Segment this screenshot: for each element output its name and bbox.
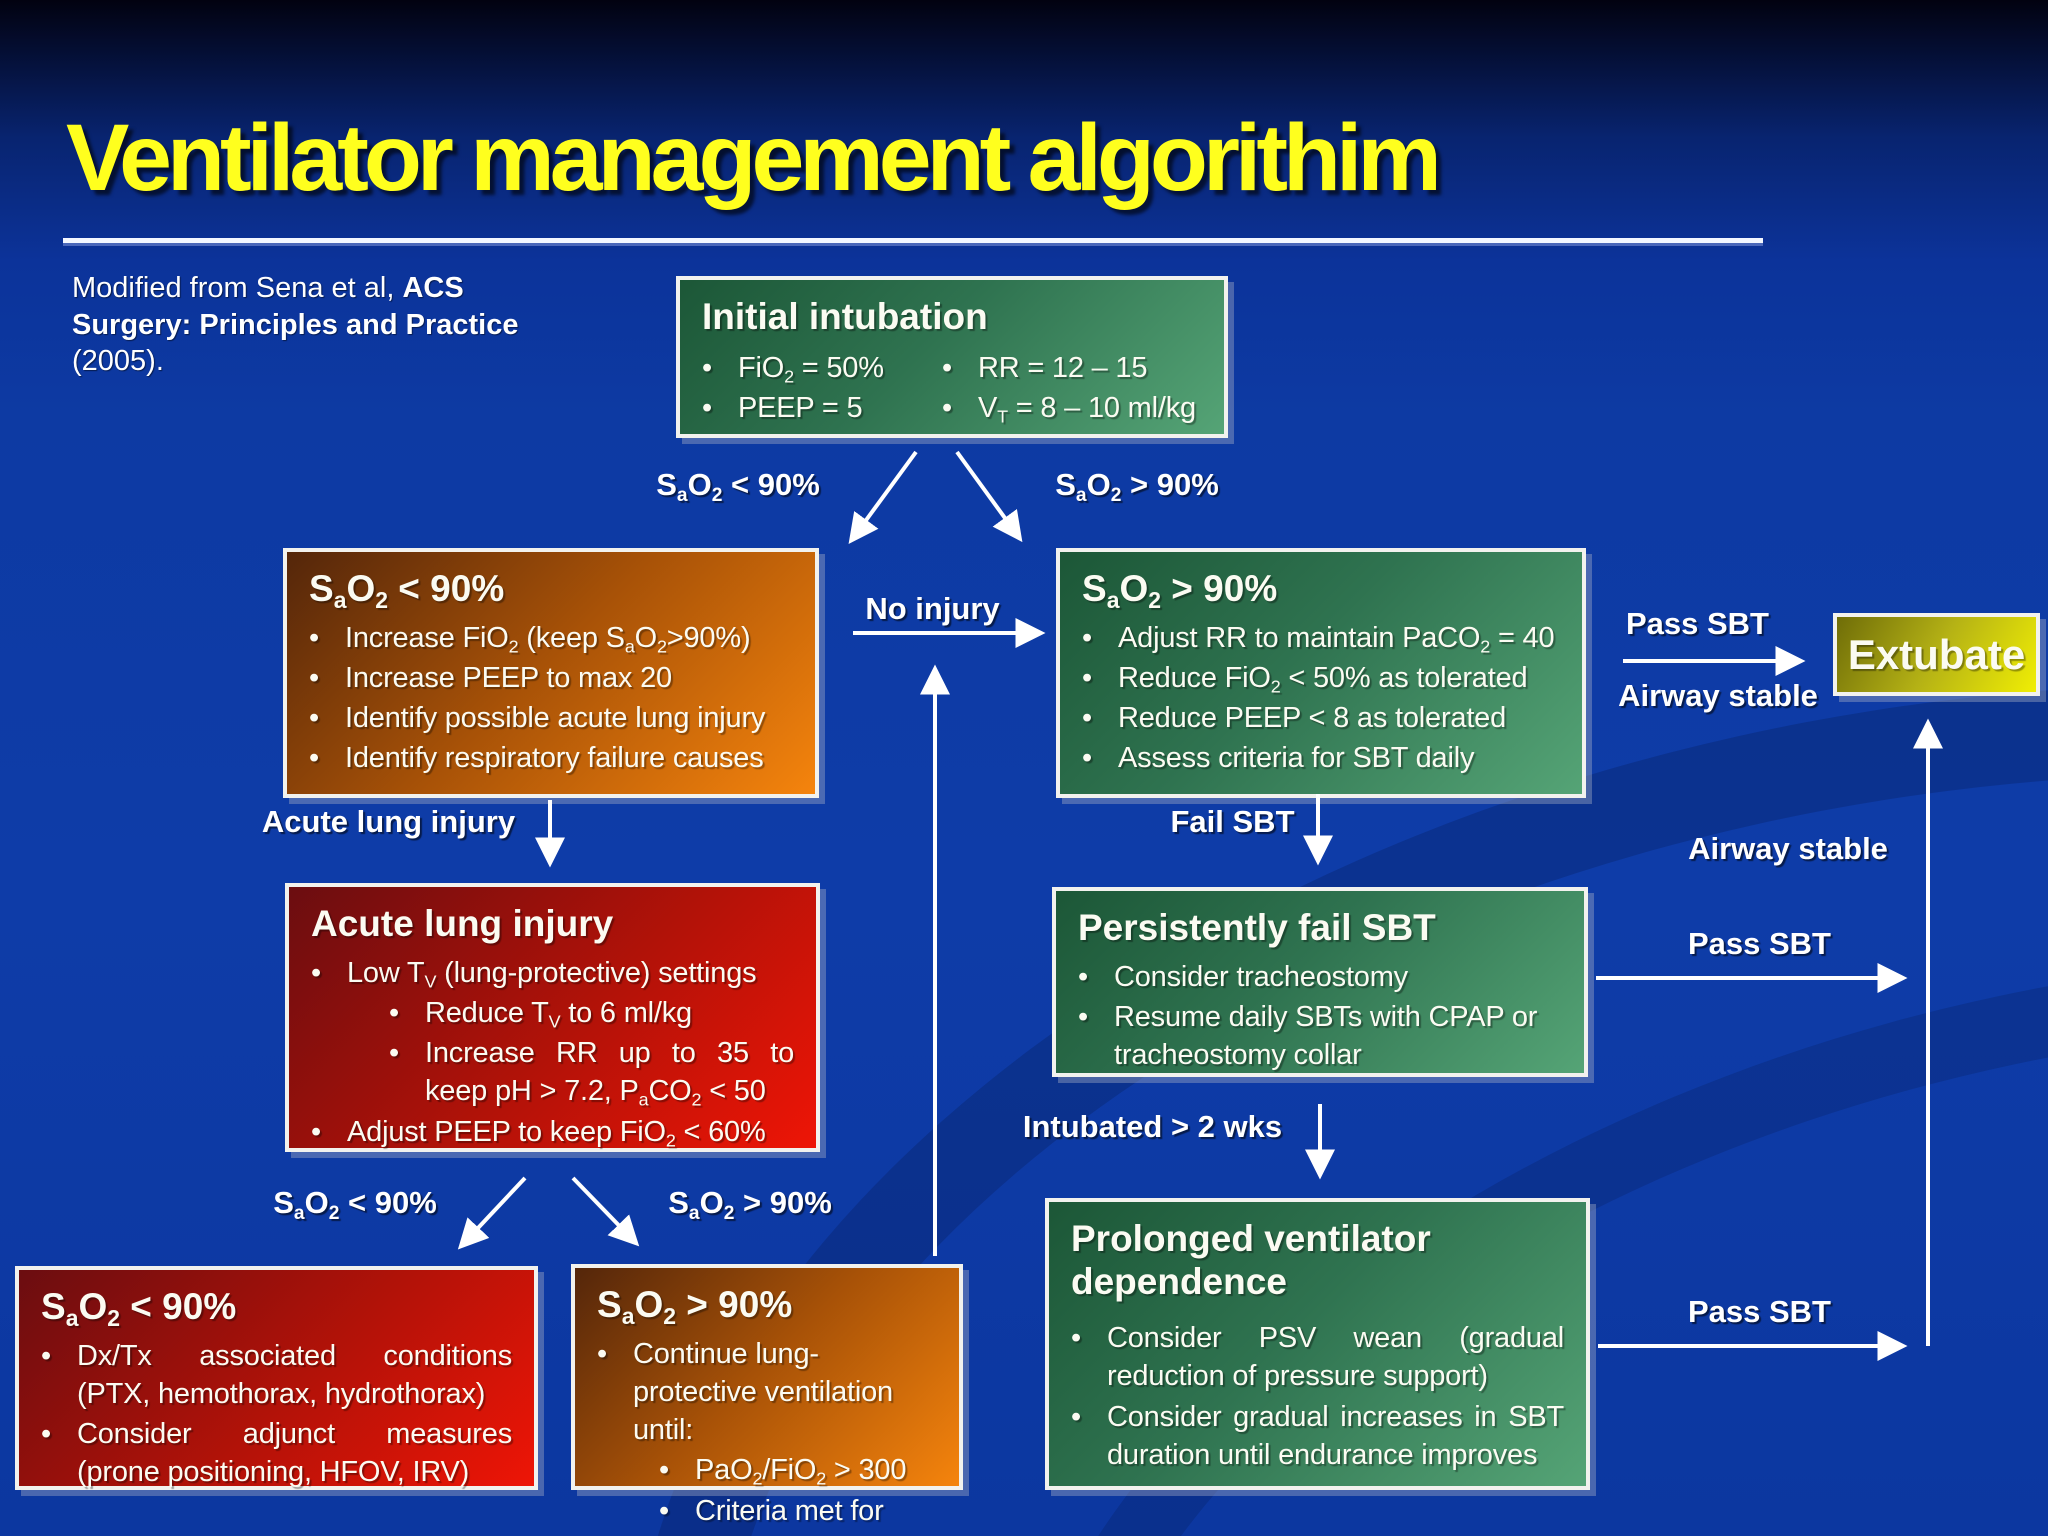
- source-credit: Modified from Sena et al, ACS Surgery: P…: [72, 272, 519, 378]
- label-acute-lung-injury: Acute lung injury: [261, 804, 516, 839]
- label-airway-stable-top: Airway stable: [1618, 678, 1818, 713]
- prolonged-ventilator-dependence-box: Prolonged ventilator dependence •Conside…: [1045, 1198, 1590, 1490]
- bullet-item: •Continue lung-protective ventilation un…: [597, 1337, 893, 1447]
- bullet-item: •Low TV (lung-protective) settings: [311, 956, 757, 991]
- label-pass-sbt-top: Pass SBT: [1625, 606, 1769, 641]
- label-pass-sbt-mid: Pass SBT: [1687, 926, 1831, 961]
- bullet-item: •Consider gradual increases in SBT durat…: [1071, 1400, 1564, 1471]
- label-no-injury: No injury: [865, 591, 1000, 626]
- bullet-dot: •: [702, 351, 712, 384]
- acute-lung-injury-box: Acute lung injury •Low TV (lung-protecti…: [285, 883, 820, 1152]
- label-sao2-low-branch2: SaO2 < 90%: [273, 1185, 437, 1224]
- extubate-label: Extubate: [1847, 630, 2026, 678]
- bullet-item: •Dx/Tx associated conditions (PTX, hemot…: [41, 1339, 512, 1410]
- label-airway-stable-right: Airway stable: [1688, 831, 1888, 866]
- bullet-item: •Consider adjunct measures (prone positi…: [41, 1418, 512, 1489]
- sub-bullet-item: •Increase RR up to 35 to keep pH > 7.2, …: [389, 1037, 794, 1110]
- sub-bullet-item: •Reduce TV to 6 ml/kg: [389, 996, 692, 1032]
- arrow-initial-to-high: [955, 450, 1023, 543]
- sao2-high-branch-box: SaO2 > 90% •Continue lung-protective ven…: [571, 1264, 963, 1536]
- label-sao2-high-branch2: SaO2 > 90%: [668, 1185, 832, 1224]
- box-title: SaO2 > 90%: [597, 1284, 793, 1329]
- bullet-item: •Reduce FiO2 < 50% as tolerated: [1082, 661, 1528, 697]
- bullet-item: •Adjust PEEP to keep FiO2 < 60%: [311, 1115, 766, 1150]
- box-title: Acute lung injury: [311, 903, 614, 944]
- persistently-fail-sbt-box: Persistently fail SBT •Consider tracheos…: [1052, 887, 1588, 1077]
- box-title: SaO2 < 90%: [41, 1286, 237, 1331]
- label-fail-sbt: Fail SBT: [1170, 804, 1295, 839]
- bullet-item: •Adjust RR to maintain PaCO2 = 40: [1082, 621, 1555, 656]
- label-pass-sbt-bottom: Pass SBT: [1687, 1294, 1831, 1329]
- sub-bullet-item: •Criteria met for SBT: [659, 1494, 884, 1536]
- arrow-ali-to-high: [571, 1176, 640, 1247]
- arrow-initial-to-low: [848, 450, 918, 545]
- label-sao2-high-branch: SaO2 > 90%: [1055, 467, 1219, 506]
- box-title: Prolonged ventilator dependence: [1071, 1218, 1431, 1302]
- bullet-item: •Assess criteria for SBT daily: [1082, 742, 1475, 775]
- bullet-item: •FiO2 = 50%: [702, 349, 942, 387]
- initial-intubation-box: Initial intubation •FiO2 = 50% •PEEP = 5…: [676, 276, 1228, 438]
- page-title: Ventilator management algorithim: [66, 105, 1442, 211]
- box-title: SaO2 > 90%: [1082, 568, 1278, 613]
- box-title: SaO2 < 90%: [309, 568, 505, 613]
- arrow-ali-to-low: [457, 1176, 527, 1250]
- bullet-item: •Consider PSV wean (gradual reduction of…: [1071, 1322, 1564, 1393]
- sao2-low-box: SaO2 < 90% •Increase FiO2 (keep SaO2>90%…: [283, 548, 819, 798]
- bullet-item: •RR = 12 – 15: [942, 349, 1202, 387]
- box-title: Persistently fail SBT: [1078, 907, 1436, 948]
- bullet-columns: •FiO2 = 50% •PEEP = 5 •RR = 12 – 15 •VT …: [702, 347, 1202, 428]
- bullet-item: •Increase FiO2 (keep SaO2>90%): [309, 621, 751, 656]
- bullet-item: •PEEP = 5: [702, 389, 942, 427]
- title-underline: [63, 238, 1763, 243]
- bullet-dot: •: [942, 351, 952, 384]
- sao2-high-box: SaO2 > 90% •Adjust RR to maintain PaCO2 …: [1056, 548, 1586, 798]
- bullet-item: •Increase PEEP to max 20: [309, 661, 672, 694]
- bullet-dot: •: [702, 391, 712, 424]
- sub-bullet-item: •PaO2/FiO2 > 300: [659, 1454, 907, 1489]
- bullet-item: •Identify respiratory failure causes: [309, 742, 764, 775]
- bullet-item: •Resume daily SBTs with CPAP or tracheos…: [1078, 1000, 1538, 1072]
- box-title: Initial intubation: [702, 296, 988, 337]
- label-intubated: Intubated > 2 wks: [1022, 1109, 1283, 1144]
- extubate-box: Extubate: [1833, 613, 2040, 696]
- bullet-item: •VT = 8 – 10 ml/kg: [942, 389, 1202, 427]
- bullet-item: •Consider tracheostomy: [1078, 960, 1408, 993]
- label-sao2-low-branch: SaO2 < 90%: [656, 467, 820, 506]
- bullet-dot: •: [942, 391, 952, 424]
- bullet-item: •Identify possible acute lung injury: [309, 702, 766, 735]
- bullet-item: •Reduce PEEP < 8 as tolerated: [1082, 702, 1507, 735]
- sao2-low-branch-box: SaO2 < 90% •Dx/Tx associated conditions …: [15, 1266, 538, 1490]
